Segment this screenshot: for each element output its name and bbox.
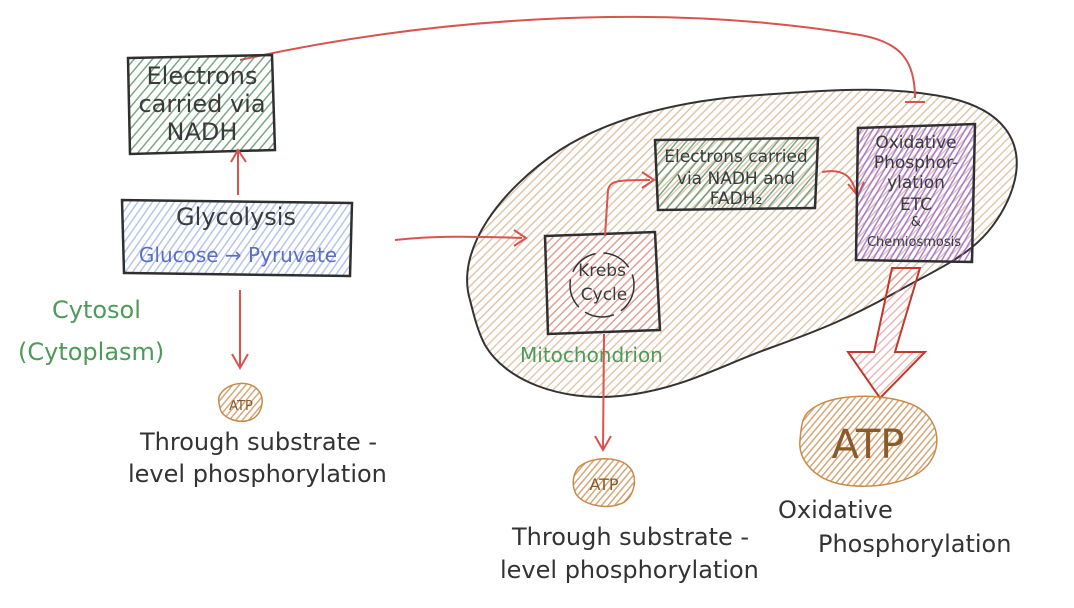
oxphos-box: Oxidative Phosphor- ylation ETC & Chemio… <box>854 122 977 264</box>
arrowhead-nadh-fadh <box>641 171 656 189</box>
oxphos-line6: Chemiosmosis <box>867 235 961 250</box>
nadh-box: Electrons carried via NADH <box>126 53 277 156</box>
substrate-note-2-line2: level phosphorylation <box>500 556 759 584</box>
arrow-krebs-to-atp <box>602 333 605 451</box>
glycolysis-reaction: Glucose → Pyruvate <box>139 243 337 267</box>
oxphos-line5: & <box>911 215 921 230</box>
atp-badge-2: ATP <box>572 458 636 508</box>
arrowhead-atp-1 <box>231 353 249 371</box>
nadh-box-line2: carried via <box>138 90 265 118</box>
big-arrow-etc-to-atp <box>846 267 928 400</box>
arrow-pyruvate-to-mito <box>394 235 523 241</box>
nadh-fadh-box: Electrons carried via NADH and FADH₂ <box>653 136 820 212</box>
mitochondrion-label: Mitochondrion <box>520 343 663 367</box>
atp-badge-large-label: ATP <box>832 422 905 468</box>
atp-badge-2-label: ATP <box>589 475 618 494</box>
krebs-line2: Cycle <box>581 285 627 305</box>
arrow-krebs-to-nadh-fadh <box>604 179 651 237</box>
glycolysis-box: Glycolysis Glucose → Pyruvate <box>120 198 354 278</box>
atp-badge-large: ATP <box>799 395 938 487</box>
nadh-box-line3: NADH <box>167 118 238 146</box>
oxphos-line4: ETC <box>900 195 932 215</box>
nadh-fadh-line3: FADH₂ <box>710 189 763 209</box>
atp-badge-1: ATP <box>217 382 263 422</box>
krebs-box: Krebs Cycle <box>543 230 662 336</box>
oxphos-note-line2: Phosphorylation <box>818 530 1011 558</box>
nadh-fadh-line2: via NADH and <box>677 169 795 189</box>
arrow-nadh-fadh-to-etc <box>821 170 857 193</box>
oxphos-line1: Oxidative <box>875 133 956 153</box>
substrate-note-2-line1: Through substrate - <box>511 523 749 551</box>
cytosol-label-line1: Cytosol <box>52 296 141 324</box>
arrowhead-atp-2 <box>594 435 612 453</box>
oxphos-line3: ylation <box>887 173 945 193</box>
substrate-note-1-line1: Through substrate - <box>139 428 377 456</box>
substrate-note-1-line2: level phosphorylation <box>128 460 387 488</box>
arrowhead-nadh <box>230 148 247 163</box>
glycolysis-title: Glycolysis <box>176 203 296 231</box>
nadh-box-line1: Electrons <box>147 62 258 90</box>
krebs-line1: Krebs <box>578 261 626 281</box>
oxphos-note-line1: Oxidative <box>778 496 893 524</box>
cytosol-label-line2: (Cytoplasm) <box>18 338 164 366</box>
atp-badge-1-label: ATP <box>229 399 253 414</box>
arrowhead-mito <box>513 229 528 247</box>
oxphos-line2: Phosphor- <box>874 153 958 173</box>
arrow-nadh-to-etc <box>239 15 916 99</box>
nadh-fadh-line1: Electrons carried <box>664 147 807 167</box>
